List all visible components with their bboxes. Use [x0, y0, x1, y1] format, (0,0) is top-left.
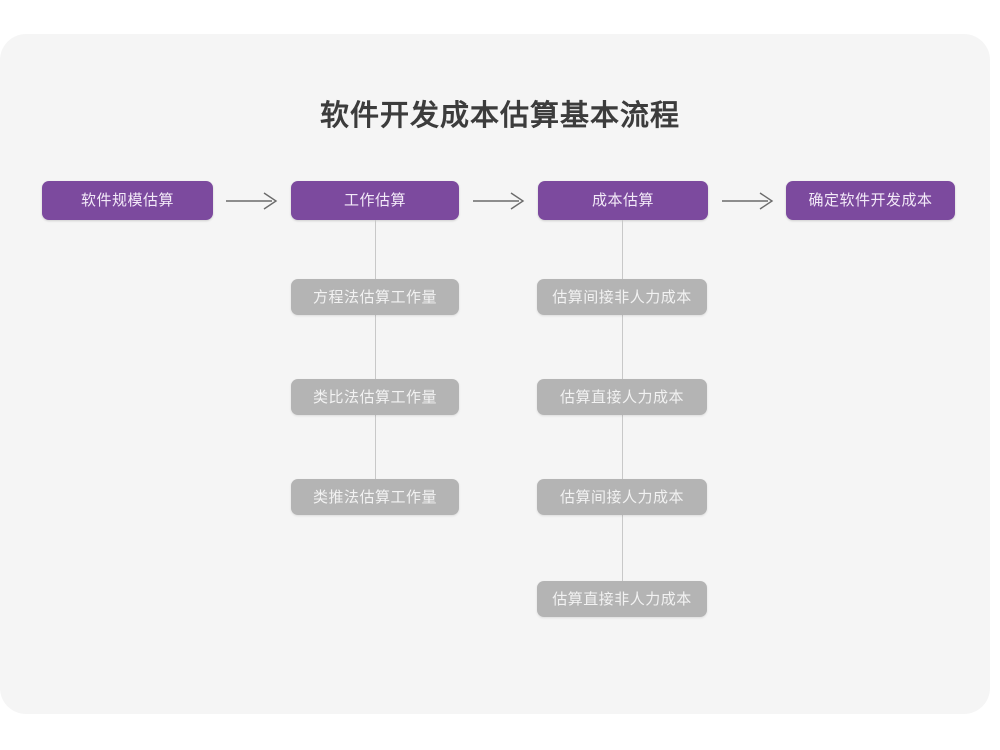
flow-node-step2-label: 工作估算 [343, 192, 406, 209]
branch-node-cost-1[interactable]: 估算间接非人力成本 [537, 279, 707, 315]
branch-node-cost-2[interactable]: 估算直接人力成本 [537, 379, 707, 415]
connector-work-1 [375, 315, 376, 379]
flow-node-step1[interactable]: 软件规模估算 [42, 181, 213, 220]
branch-node-work-2[interactable]: 类比法估算工作量 [291, 379, 459, 415]
page-title: 软件开发成本估算基本流程 [319, 100, 680, 132]
branch-node-cost-3-label: 估算间接人力成本 [559, 488, 684, 506]
arrow-right-icon-1 [226, 192, 278, 210]
flow-node-step3[interactable]: 成本估算 [538, 181, 708, 220]
flow-node-step4-label: 确定软件开发成本 [808, 192, 933, 209]
branch-node-work-2-label: 类比法估算工作量 [312, 388, 437, 406]
flow-node-step1-label: 软件规模估算 [80, 192, 174, 209]
connector-cost-2 [622, 415, 623, 479]
branch-node-cost-2-label: 估算直接人力成本 [559, 388, 684, 406]
branch-node-cost-4[interactable]: 估算直接非人力成本 [537, 581, 707, 617]
connector-work-2 [375, 415, 376, 479]
connector-cost-3 [622, 515, 623, 581]
connector-cost-0 [622, 220, 623, 279]
arrow-right-icon-3 [722, 192, 774, 210]
branch-node-work-1[interactable]: 方程法估算工作量 [291, 279, 459, 315]
branch-node-work-3-label: 类推法估算工作量 [312, 488, 437, 506]
branch-node-work-3[interactable]: 类推法估算工作量 [291, 479, 459, 515]
connector-work-0 [375, 220, 376, 279]
branch-node-cost-3[interactable]: 估算间接人力成本 [537, 479, 707, 515]
connector-cost-1 [622, 315, 623, 379]
branch-node-cost-1-label: 估算间接非人力成本 [552, 288, 692, 306]
arrow-right-icon-2 [473, 192, 525, 210]
branch-node-work-1-label: 方程法估算工作量 [312, 288, 437, 306]
flow-node-step2[interactable]: 工作估算 [291, 181, 459, 220]
diagram-card [0, 34, 990, 714]
branch-node-cost-4-label: 估算直接非人力成本 [552, 590, 692, 608]
flow-node-step3-label: 成本估算 [591, 192, 654, 209]
flow-node-step4[interactable]: 确定软件开发成本 [786, 181, 955, 220]
